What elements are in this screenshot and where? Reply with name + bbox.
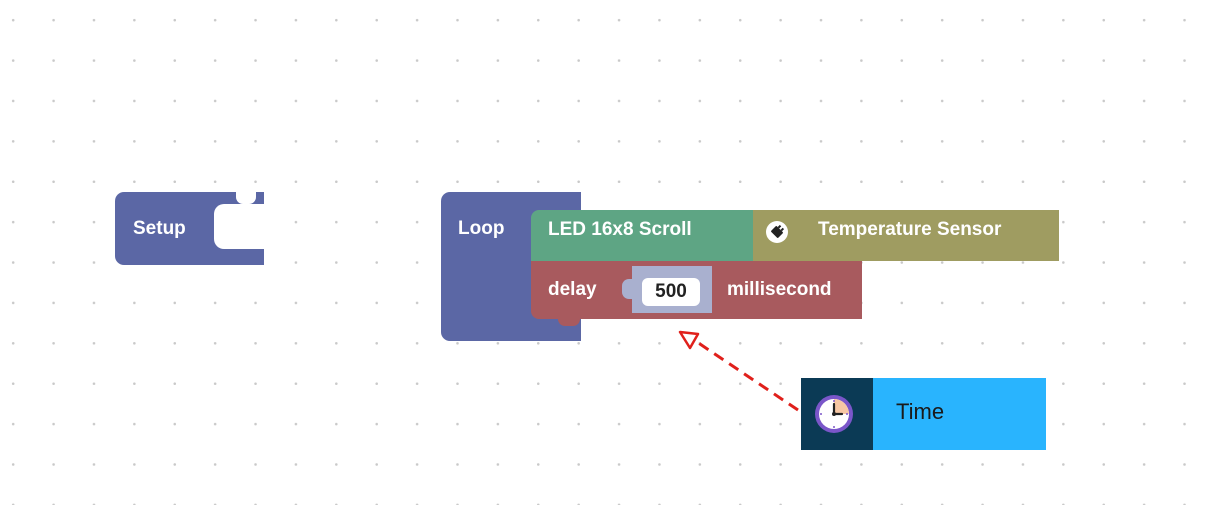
delay-tab	[558, 317, 580, 326]
toolbox-category-time-label: Time	[896, 399, 945, 424]
clock-icon	[812, 392, 856, 436]
delay-value-input[interactable]: 500	[642, 278, 700, 306]
setup-statement-slot	[214, 204, 274, 249]
sensor-chip-icon	[766, 221, 788, 243]
delay-label: delay	[548, 279, 597, 300]
led-scroll-label: LED 16x8 Scroll	[548, 219, 692, 240]
temperature-sensor-block[interactable]	[751, 210, 1059, 261]
temperature-sensor-label: Temperature Sensor	[818, 219, 1002, 240]
loop-block-label: Loop	[458, 218, 505, 239]
setup-block-label: Setup	[133, 218, 186, 239]
led-scroll-block[interactable]	[531, 210, 753, 261]
delay-unit-label: millisecond	[727, 279, 832, 300]
setup-slot-notch	[236, 192, 256, 204]
